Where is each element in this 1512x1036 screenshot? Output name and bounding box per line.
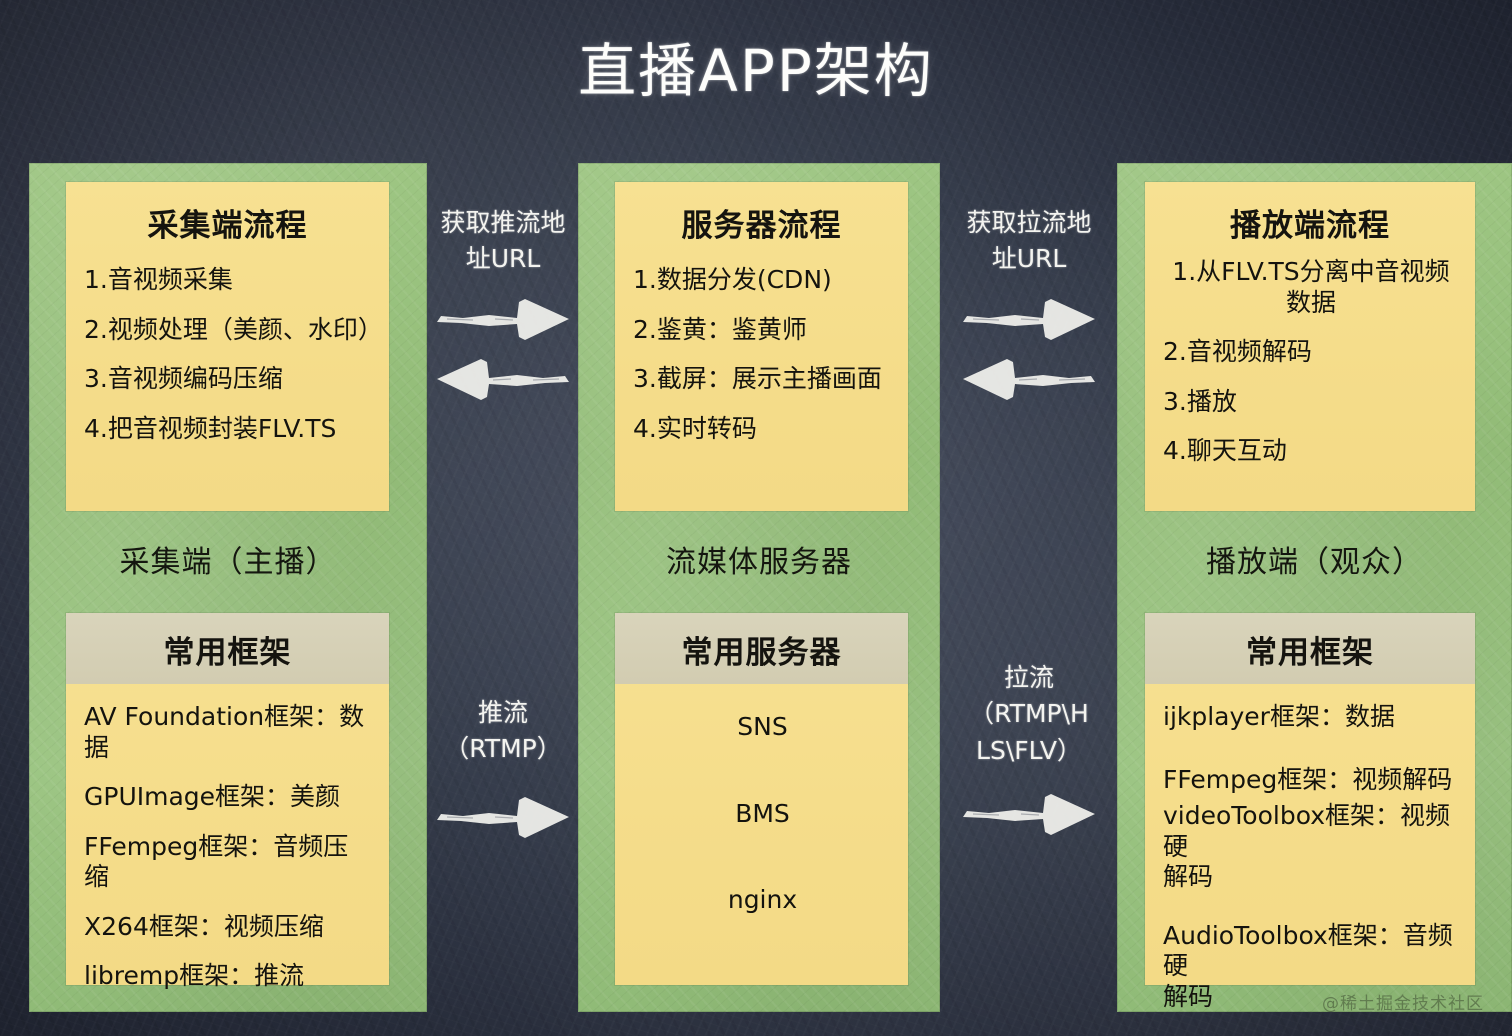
server-tools-card: 常用服务器 SNS BMS nginx (615, 613, 908, 985)
server-tools-list: SNS BMS nginx (615, 684, 908, 926)
list-item: 2.音视频解码 (1163, 337, 1312, 366)
connector-label: 获取拉流地 址URL (966, 208, 1092, 274)
connector-label: 获取推流地 址URL (440, 208, 566, 274)
player-flow-list: 1.从FLV.TS分离中音视频 数据 2.音视频解码 3.播放 4.聊天互动 (1145, 251, 1475, 477)
list-item: BMS (735, 798, 790, 828)
arrow-left-icon (437, 358, 569, 400)
connector-server-to-player-pull: 拉流 （RTMP\H LS\FLV） (942, 660, 1116, 843)
server-flow-title: 服务器流程 (681, 208, 842, 244)
list-item: libremp框架：推流 (84, 961, 305, 990)
list-item: AV Foundation框架：数据 (84, 702, 365, 762)
connector-capture-to-server-signal: 获取推流地 址URL (428, 205, 578, 408)
list-item: 3.截屏：展示主播画面 (633, 364, 882, 393)
list-item: 2.鉴黄：鉴黄师 (633, 314, 807, 344)
list-item: ijkplayer框架：数据 (1163, 702, 1395, 731)
player-panel-caption: 播放端（观众） (1206, 545, 1423, 580)
list-item: nginx (727, 885, 798, 914)
list-item: GPUImage框架：美颜 (84, 782, 341, 811)
list-item: AudioToolbox框架：音频硬 解码 (1163, 920, 1453, 1011)
connector-server-to-player-signal: 获取拉流地 址URL (942, 205, 1116, 408)
capture-tools-header: 常用框架 (66, 613, 389, 684)
list-item: 4.实时转码 (633, 413, 757, 443)
player-flow-title: 播放端流程 (1230, 208, 1390, 244)
server-flow-card: 服务器流程 1.数据分发(CDN) 2.鉴黄：鉴黄师 3.截屏：展示主播画面 4… (615, 182, 908, 511)
list-item: 4.把音视频封装FLV.TS (84, 413, 337, 443)
connector-label: 拉流 （RTMP\H LS\FLV） (969, 663, 1089, 765)
capture-flow-card: 采集端流程 1.音视频采集 2.视频处理（美颜、水印） 3.音视频编码压缩 4.… (66, 182, 389, 511)
list-item: 1.音视频采集 (84, 265, 233, 294)
player-tools-header: 常用框架 (1145, 613, 1475, 684)
list-item: X264框架：视频压缩 (84, 911, 324, 941)
list-item: 1.数据分发(CDN) (633, 265, 832, 294)
watermark: @稀土掘金技术社区 (1322, 994, 1484, 1014)
arrow-right-icon (437, 298, 569, 340)
capture-tools-card: 常用框架 AV Foundation框架：数据 GPUImage框架：美颜 FF… (66, 613, 389, 990)
list-item: 4.聊天互动 (1163, 436, 1287, 465)
player-tools-list: ijkplayer框架：数据 FFempeg框架：视频解码 videoToolb… (1145, 684, 1475, 1022)
server-tools-header: 常用服务器 (615, 613, 908, 684)
list-item: 3.音视频编码压缩 (84, 364, 283, 393)
list-item: 3.播放 (1163, 386, 1237, 416)
list-item: FFempeg框架：音频压缩 (84, 831, 349, 892)
player-tools-card: 常用框架 ijkplayer框架：数据 FFempeg框架：视频解码 video… (1145, 613, 1475, 1011)
list-item: 1.从FLV.TS分离中音视频 数据 (1172, 257, 1450, 317)
list-item: SNS (737, 712, 788, 741)
arrow-right-icon (963, 298, 1095, 340)
connector-label: 推流 （RTMP） (444, 698, 562, 764)
capture-flow-list: 1.音视频采集 2.视频处理（美颜、水印） 3.音视频编码压缩 4.把音视频封装… (66, 251, 389, 454)
capture-panel-caption: 采集端（主播） (119, 545, 337, 580)
capture-tools-list: AV Foundation框架：数据 GPUImage框架：美颜 FFempeg… (66, 684, 389, 1002)
server-flow-list: 1.数据分发(CDN) 2.鉴黄：鉴黄师 3.截屏：展示主播画面 4.实时转码 (615, 251, 908, 454)
server-panel-caption: 流媒体服务器 (666, 545, 852, 580)
list-item: 2.视频处理（美颜、水印） (84, 314, 383, 344)
list-item: videoToolbox框架：视频硬 解码 (1163, 801, 1451, 891)
player-flow-card: 播放端流程 1.从FLV.TS分离中音视频 数据 2.音视频解码 3.播放 4.… (1145, 182, 1475, 511)
arrow-right-icon (963, 793, 1095, 835)
list-item: FFempeg框架：视频解码 (1163, 764, 1453, 794)
arrow-right-icon (437, 796, 569, 838)
connector-capture-to-server-push: 推流 （RTMP） (428, 695, 578, 846)
capture-flow-title: 采集端流程 (147, 208, 308, 244)
page-title: 直播APP架构 (578, 37, 934, 105)
arrow-left-icon (963, 358, 1095, 400)
